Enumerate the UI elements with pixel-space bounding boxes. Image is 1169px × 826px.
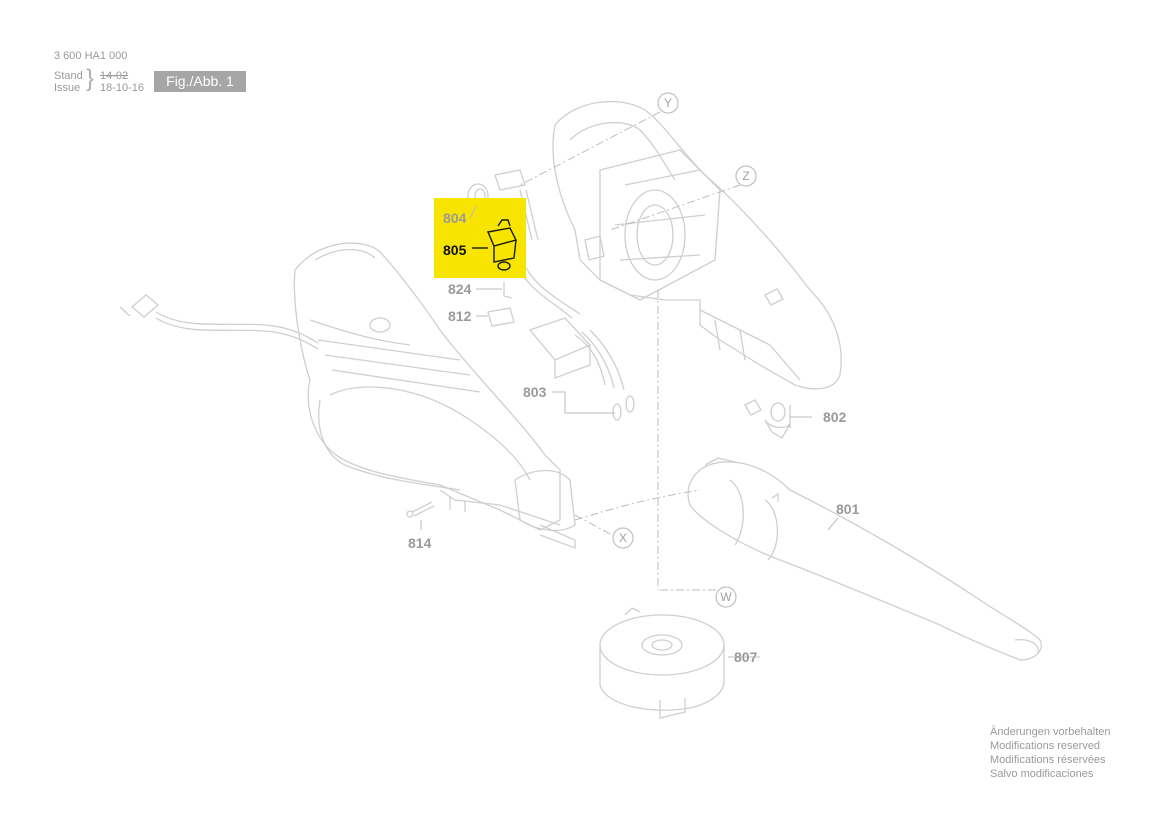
part-801-tube bbox=[687, 457, 1042, 661]
issue-label: Issue bbox=[54, 82, 81, 94]
notice-line-en: Modifications reserved bbox=[990, 740, 1101, 752]
leader-lines bbox=[420, 205, 839, 658]
power-cord bbox=[119, 294, 319, 350]
part-number: 3 600 HA1 000 bbox=[54, 50, 128, 62]
new-date: 18-10-16 bbox=[100, 82, 145, 94]
callout-802[interactable]: 802 bbox=[823, 409, 847, 425]
part-805-switch bbox=[472, 219, 518, 271]
callout-807[interactable]: 807 bbox=[734, 649, 758, 665]
modifications-notice: Änderungen vorbehalten Modifications res… bbox=[990, 725, 1110, 781]
axis-marker-x-circle bbox=[612, 527, 634, 549]
notice-line-es: Salvo modificaciones bbox=[990, 768, 1094, 780]
blower-housing bbox=[293, 242, 561, 531]
upper-shell bbox=[552, 100, 842, 390]
old-date: 14-02 bbox=[100, 70, 129, 82]
callout-814[interactable]: 814 bbox=[408, 535, 432, 551]
stand-label: Stand bbox=[54, 70, 83, 82]
notice-line-fr: Modifications réservées bbox=[990, 754, 1106, 766]
part-812 bbox=[487, 307, 515, 327]
axis-marker-w: W bbox=[720, 590, 732, 604]
assembly-lines bbox=[519, 111, 741, 591]
axis-marker-w-circle bbox=[715, 586, 737, 608]
callout-801[interactable]: 801 bbox=[836, 501, 860, 517]
callout-812[interactable]: 812 bbox=[448, 308, 472, 324]
part-803 bbox=[519, 267, 635, 421]
axis-marker-y-circle bbox=[657, 92, 679, 114]
callout-804[interactable]: 804 bbox=[443, 210, 467, 226]
part-824 bbox=[503, 282, 513, 299]
callout-824[interactable]: 824 bbox=[448, 281, 472, 297]
screw-814 bbox=[406, 501, 435, 518]
part-807-cover bbox=[599, 607, 725, 719]
notice-line-de: Änderungen vorbehalten bbox=[990, 726, 1111, 738]
axis-marker-x: X bbox=[619, 531, 627, 545]
axis-marker-z-circle bbox=[735, 165, 757, 187]
callout-803[interactable]: 803 bbox=[523, 384, 547, 400]
figure-label: Fig./Abb. 1 bbox=[154, 71, 246, 92]
callout-805[interactable]: 805 bbox=[443, 242, 467, 258]
axis-marker-y: Y bbox=[664, 96, 672, 110]
highlight-805-box bbox=[434, 198, 526, 278]
axis-marker-z: Z bbox=[742, 169, 749, 183]
brace: } bbox=[86, 65, 95, 92]
housing-outlet bbox=[514, 469, 576, 549]
part-802 bbox=[744, 399, 791, 439]
